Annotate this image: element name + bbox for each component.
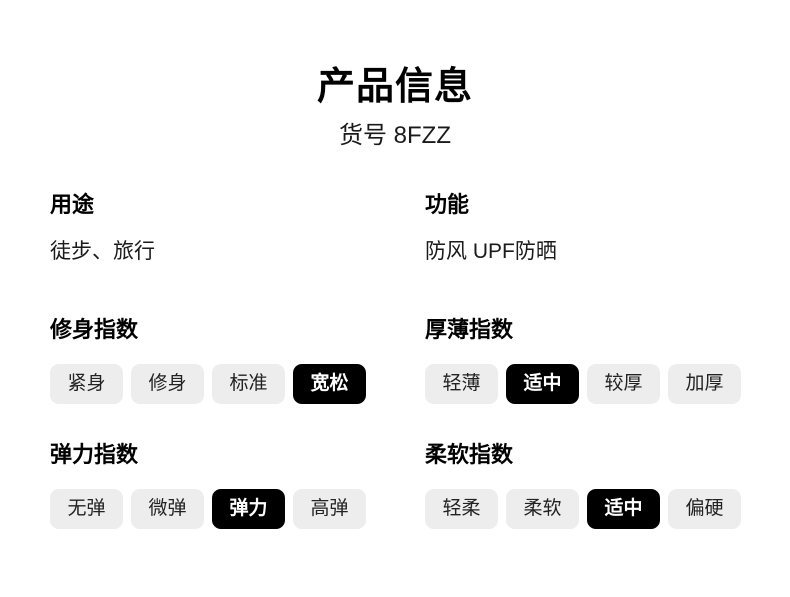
chip-fit-index-0[interactable]: 紧身 [50, 363, 123, 404]
section-value-function: 防风 UPF防晒 [425, 239, 557, 263]
product-code-subtitle: 货号 8FZZ [339, 121, 451, 149]
section-value-usage: 徒步、旅行 [50, 239, 155, 263]
chip-thickness-index-2[interactable]: 较厚 [587, 363, 660, 404]
chip-elasticity-index-2[interactable]: 弹力 [212, 488, 285, 529]
chip-fit-index-1[interactable]: 修身 [131, 363, 204, 404]
section-usage: 用途徒步、旅行 [50, 192, 425, 317]
chip-softness-index-1[interactable]: 柔软 [506, 488, 579, 529]
section-elasticity-index: 弹力指数无弹微弹弹力高弹 [50, 442, 425, 567]
chip-elasticity-index-1[interactable]: 微弹 [131, 488, 204, 529]
chip-thickness-index-1[interactable]: 适中 [506, 363, 579, 404]
chip-row-softness-index: 轻柔柔软适中偏硬 [425, 488, 741, 529]
section-title-fit-index: 修身指数 [50, 317, 139, 343]
section-softness-index: 柔软指数轻柔柔软适中偏硬 [425, 442, 741, 567]
chip-row-fit-index: 紧身修身标准宽松 [50, 363, 425, 404]
section-function: 功能防风 UPF防晒 [425, 192, 741, 317]
section-title-thickness-index: 厚薄指数 [425, 317, 514, 343]
page-header: 产品信息 货号 8FZZ [0, 0, 790, 150]
chip-softness-index-3[interactable]: 偏硬 [668, 488, 741, 529]
chip-elasticity-index-3[interactable]: 高弹 [293, 488, 366, 529]
chip-thickness-index-3[interactable]: 加厚 [668, 363, 741, 404]
chip-fit-index-3[interactable]: 宽松 [293, 363, 366, 404]
chip-fit-index-2[interactable]: 标准 [212, 363, 285, 404]
chip-softness-index-2[interactable]: 适中 [587, 488, 660, 529]
spec-grid: 用途徒步、旅行功能防风 UPF防晒修身指数紧身修身标准宽松厚薄指数轻薄适中较厚加… [0, 192, 790, 567]
section-title-usage: 用途 [50, 192, 95, 218]
section-title-elasticity-index: 弹力指数 [50, 442, 139, 468]
page-title: 产品信息 [316, 66, 473, 108]
section-thickness-index: 厚薄指数轻薄适中较厚加厚 [425, 317, 741, 442]
chip-softness-index-0[interactable]: 轻柔 [425, 488, 498, 529]
chip-elasticity-index-0[interactable]: 无弹 [50, 488, 123, 529]
section-title-function: 功能 [425, 192, 470, 218]
section-fit-index: 修身指数紧身修身标准宽松 [50, 317, 425, 442]
section-title-softness-index: 柔软指数 [425, 442, 514, 468]
chip-row-elasticity-index: 无弹微弹弹力高弹 [50, 488, 425, 529]
chip-row-thickness-index: 轻薄适中较厚加厚 [425, 363, 741, 404]
chip-thickness-index-0[interactable]: 轻薄 [425, 363, 498, 404]
